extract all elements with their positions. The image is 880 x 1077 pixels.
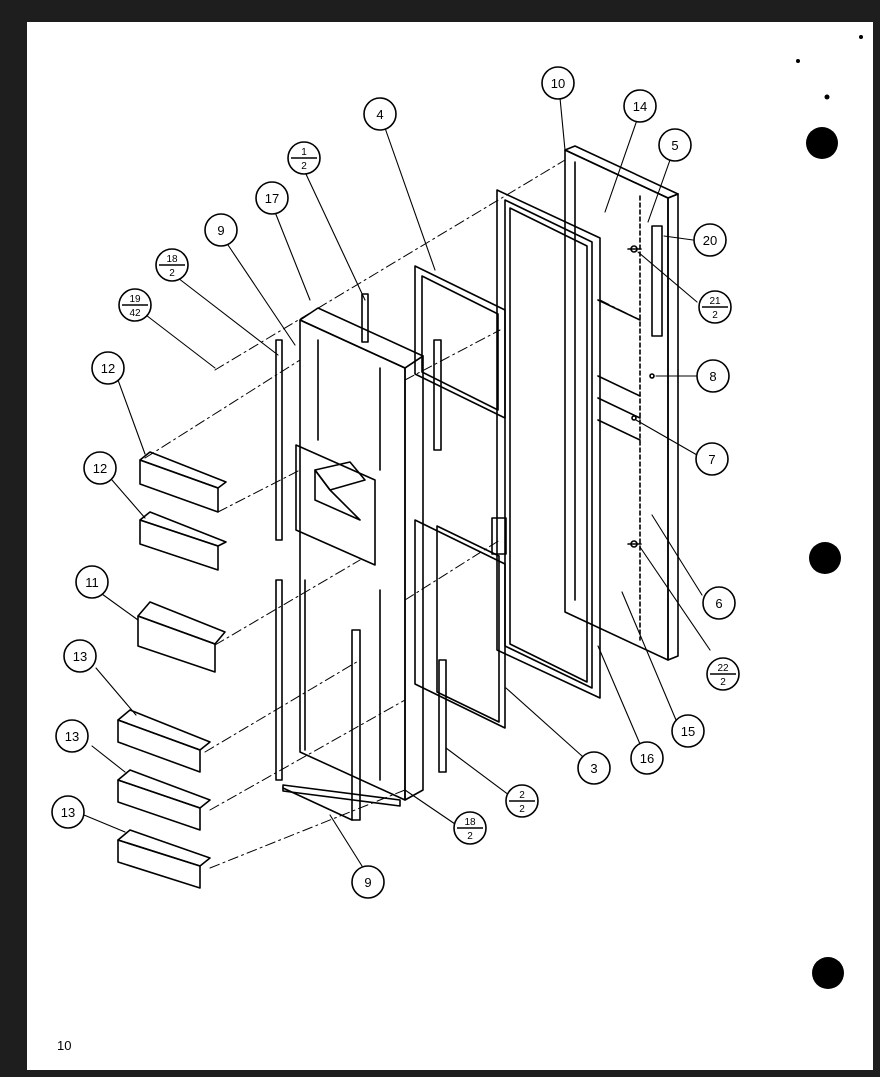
callout-4-label: 4 [376, 107, 383, 122]
door-gasket [496, 189, 601, 699]
callout-15: 15 [671, 714, 705, 748]
callout-12-lower: 12 [83, 451, 117, 485]
callout-20: 20 [693, 223, 727, 257]
callout-7: 7 [695, 442, 729, 476]
door-shelves [117, 451, 227, 889]
door-liner [414, 265, 507, 773]
callout-13-top-label: 13 [73, 649, 87, 664]
callout-6: 6 [702, 586, 736, 620]
callout-18-2-lower-top: 18 [464, 817, 476, 828]
callout-1-2-bottom: 2 [301, 161, 307, 172]
callout-9-lower-label: 9 [364, 875, 371, 890]
callout-13-middle: 13 [55, 719, 89, 753]
trim-strips [275, 293, 369, 781]
dispenser-housing [282, 307, 424, 821]
callout-9-upper: 9 [204, 213, 238, 247]
callout-19-42-bottom: 42 [129, 308, 141, 319]
callout-18-over-2-lower: 18 2 [453, 811, 487, 845]
callout-18-over-2-upper: 18 2 [155, 248, 189, 282]
callout-3: 3 [577, 751, 611, 785]
callout-17: 17 [255, 181, 289, 215]
callout-10: 10 [541, 66, 575, 100]
callout-13-bottom: 13 [51, 795, 85, 829]
callout-6-label: 6 [715, 596, 722, 611]
leader-lines [83, 97, 711, 867]
callout-18-2-upper-bottom: 2 [169, 268, 175, 279]
callout-5: 5 [658, 128, 692, 162]
callout-16-label: 16 [640, 751, 654, 766]
callout-22-2-top: 22 [717, 663, 729, 674]
callout-18-2-lower-bottom: 2 [467, 831, 473, 842]
callout-21-over-2: 21 2 [698, 290, 732, 324]
scan-speck [824, 94, 830, 100]
callout-12-lower-label: 12 [93, 461, 107, 476]
callout-13-middle-label: 13 [65, 729, 79, 744]
assembly-lines [144, 159, 641, 869]
callout-10-label: 10 [551, 76, 565, 91]
callout-2-2-bottom: 2 [519, 804, 525, 815]
callout-15-label: 15 [681, 724, 695, 739]
binder-hole-middle [809, 542, 841, 574]
paper-sheet [27, 22, 873, 1070]
callout-21-2-bottom: 2 [712, 310, 718, 321]
callout-21-2-top: 21 [709, 296, 721, 307]
callout-8: 8 [696, 359, 730, 393]
callout-9-lower: 9 [351, 865, 385, 899]
callout-5-label: 5 [671, 138, 678, 153]
callout-1-2-top: 1 [301, 147, 307, 158]
callout-2-2-top: 2 [519, 790, 525, 801]
callout-13-top: 13 [63, 639, 97, 673]
callout-14-label: 14 [633, 99, 647, 114]
callout-8-label: 8 [709, 369, 716, 384]
binder-hole-top [806, 127, 838, 159]
scan-speck [859, 35, 863, 39]
callout-20-label: 20 [703, 233, 717, 248]
callout-1-over-2: 1 2 [287, 141, 321, 175]
callout-11: 11 [75, 565, 109, 599]
callout-16: 16 [630, 741, 664, 775]
callout-12-upper-label: 12 [101, 361, 115, 376]
callout-19-over-42: 19 42 [118, 288, 152, 322]
callout-4: 4 [363, 97, 397, 131]
callout-11-label: 11 [85, 575, 99, 590]
callout-14: 14 [623, 89, 657, 123]
callout-9-upper-label: 9 [217, 223, 224, 238]
outer-door-panel [564, 145, 679, 661]
callout-22-over-2: 22 2 [706, 657, 740, 691]
callout-19-42-top: 19 [129, 294, 141, 305]
scan-speck [796, 59, 800, 63]
callout-2-over-2: 2 2 [505, 784, 539, 818]
callout-18-2-upper-top: 18 [166, 254, 178, 265]
page-number: 10 [57, 1038, 72, 1053]
callout-22-2-bottom: 2 [720, 677, 726, 688]
callout-13-bottom-label: 13 [61, 805, 75, 820]
callout-17-label: 17 [265, 191, 279, 206]
binder-hole-bottom [812, 957, 844, 989]
callout-3-label: 3 [590, 761, 597, 776]
callout-7-label: 7 [708, 452, 715, 467]
callout-12-upper: 12 [91, 351, 125, 385]
